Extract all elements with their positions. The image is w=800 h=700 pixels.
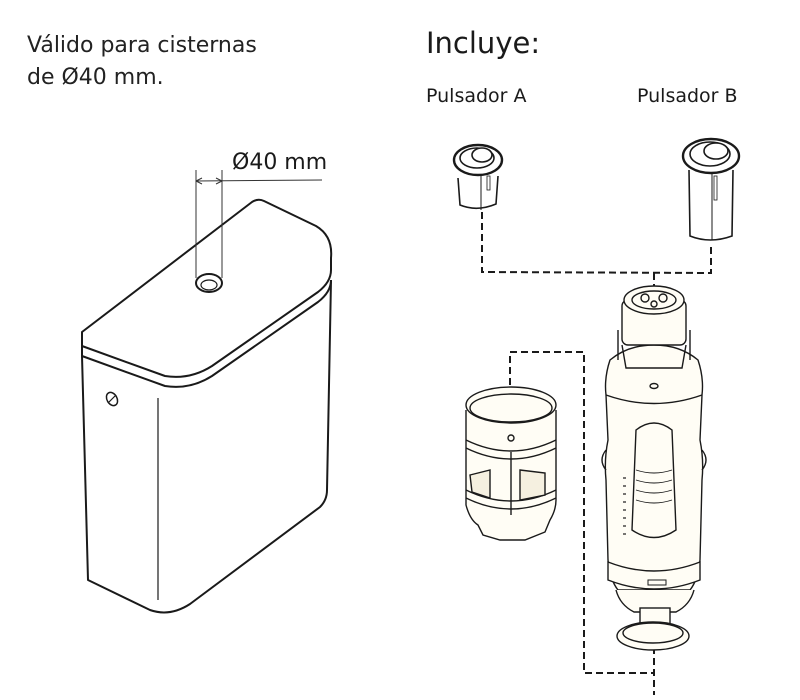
compatibility-line-2: de Ø40 mm. (27, 65, 164, 90)
push-button-a-icon (452, 143, 504, 210)
push-button-b-icon (681, 137, 741, 241)
adapter-cage-icon (465, 386, 557, 541)
push-button-a-label: Pulsador A (426, 85, 527, 107)
dimension-label: Ø40 mm (232, 150, 328, 175)
push-button-b-label: Pulsador B (637, 85, 738, 107)
compatibility-note: Válido para cisternas de Ø40 mm. (27, 30, 257, 94)
cistern-illustration (81, 198, 333, 614)
compatibility-line-1: Válido para cisternas (27, 33, 257, 58)
dimension-marker (195, 170, 323, 278)
flush-valve-icon (601, 285, 707, 651)
includes-heading: Incluye: (426, 26, 541, 60)
